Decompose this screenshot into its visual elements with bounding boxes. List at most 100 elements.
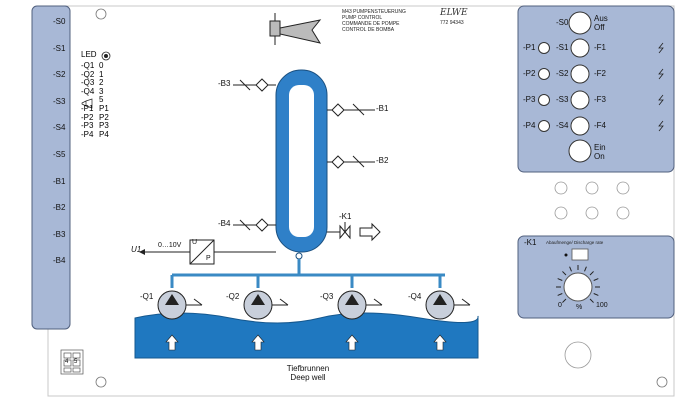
left-connection-strip (31, 5, 71, 330)
screw-hole (656, 376, 668, 388)
label-f4: -F4 (594, 121, 606, 130)
legend-key: -P4 (81, 129, 94, 139)
legend-value: 0 (99, 61, 104, 70)
jack-hole (554, 181, 568, 195)
legend-key: -P2 (81, 112, 94, 122)
header-model: M43 PUMPENSTEUERUNG (342, 9, 406, 15)
label-p2: -P2 (523, 69, 536, 78)
strip-label-s4: -S4 (53, 123, 66, 133)
horn-legend-icon (81, 98, 93, 109)
k1-panel-subtitle: Abaufmenge/ Discharge rate (546, 240, 604, 245)
label-b1: -B1 (376, 104, 389, 113)
label-s3: -S3 (556, 95, 569, 104)
strip-label-s3: -S3 (53, 96, 66, 106)
strip-label-b4: -B4 (53, 256, 66, 266)
label-f3: -F3 (594, 95, 606, 104)
switch-button-s1[interactable] (570, 38, 590, 58)
pump-label: -Q1 (140, 292, 154, 301)
dial-tick (584, 266, 587, 272)
label-p4: -P4 (523, 121, 536, 130)
legend-row: -Q2 1 (81, 69, 109, 80)
dial-tick (593, 278, 599, 281)
switch-button-s2[interactable] (570, 64, 590, 84)
jack-hole (585, 206, 599, 220)
rate-display (571, 248, 589, 261)
on-button[interactable] (568, 139, 592, 163)
dial-tick (589, 298, 594, 303)
pressure-transducer (139, 239, 276, 265)
pump-label: -Q4 (408, 292, 422, 301)
label-s4: -S4 (556, 121, 569, 130)
dial-tick (562, 298, 567, 303)
discharge-rate-knob[interactable] (563, 272, 593, 302)
legend-value: 2 (99, 78, 104, 88)
dial-tick (589, 271, 594, 276)
pump-lamp-p4 (538, 120, 550, 132)
legend-value: 1 (99, 69, 104, 79)
well-label-de: Tiefbrunnen (286, 364, 330, 373)
legend-key: -P1 (81, 103, 94, 113)
key-box-num-4: 4 (65, 359, 69, 365)
discharge-rate-panel (517, 235, 675, 319)
k1-panel-title: -K1 (524, 238, 537, 247)
rate-led (564, 253, 568, 257)
brand-logo: ELWE (440, 8, 468, 18)
jack-hole (585, 181, 599, 195)
label-p3: -P3 (523, 95, 536, 104)
strip-label-b1: -B1 (53, 176, 66, 186)
header-block: M43 PUMPENSTEUERUNG PUMP CONTROL COMMAND… (342, 9, 406, 33)
header-line-1: PUMP CONTROL (342, 15, 383, 21)
screw-hole (95, 8, 107, 20)
led-symbol-icon (101, 51, 111, 61)
legend-key: -P3 (81, 121, 94, 131)
label-p1: -P1 (523, 43, 536, 52)
pump-q3 (337, 290, 383, 351)
label-f1: -F1 (594, 43, 606, 52)
switch-button-s3[interactable] (570, 90, 590, 110)
pipe-manifold (170, 259, 445, 288)
fault-icon (658, 42, 664, 54)
switch-button-s4[interactable] (570, 116, 590, 136)
legend-value: 5 (99, 95, 104, 105)
strip-label-s5: -S5 (53, 150, 66, 159)
legend-value: P1 (99, 103, 109, 113)
sensor-b1 (327, 103, 375, 117)
horn-icon (269, 13, 322, 45)
legend-key: -Q2 (81, 69, 95, 79)
dial-tick (557, 278, 563, 281)
well-label-en: Deep well (290, 373, 326, 382)
header-line-3: CONTROL DE BOMBA (342, 27, 395, 33)
label-s1: -S1 (556, 43, 569, 52)
scale-max: 100 (596, 302, 608, 309)
scale-min: 0 (558, 302, 562, 309)
legend-key: -Q3 (81, 78, 95, 88)
screw-hole (95, 376, 107, 388)
strip-label-s0: -S0 (53, 17, 66, 26)
dial-tick (569, 266, 572, 272)
fault-icon (658, 68, 664, 80)
strip-label-b3: -B3 (53, 229, 66, 239)
label-b4: -B4 (218, 219, 231, 228)
pump-lamp-p1 (538, 42, 550, 54)
pump-q4 (425, 290, 471, 351)
control-button-panel (517, 5, 675, 173)
deep-well-water (134, 312, 479, 359)
dial-tick (557, 293, 563, 296)
label-off: Off (594, 23, 605, 32)
dial-tick (593, 293, 599, 296)
valve-k1 (327, 222, 381, 242)
label-b2: -B2 (376, 156, 389, 165)
strip-label-s2: -S2 (53, 70, 66, 80)
label-p: P (206, 255, 211, 262)
pump-label: -Q2 (226, 292, 240, 301)
off-button[interactable] (568, 11, 592, 35)
legend-row: 5 (81, 96, 109, 105)
label-k1: -K1 (339, 212, 352, 221)
dial-tick (562, 271, 567, 276)
